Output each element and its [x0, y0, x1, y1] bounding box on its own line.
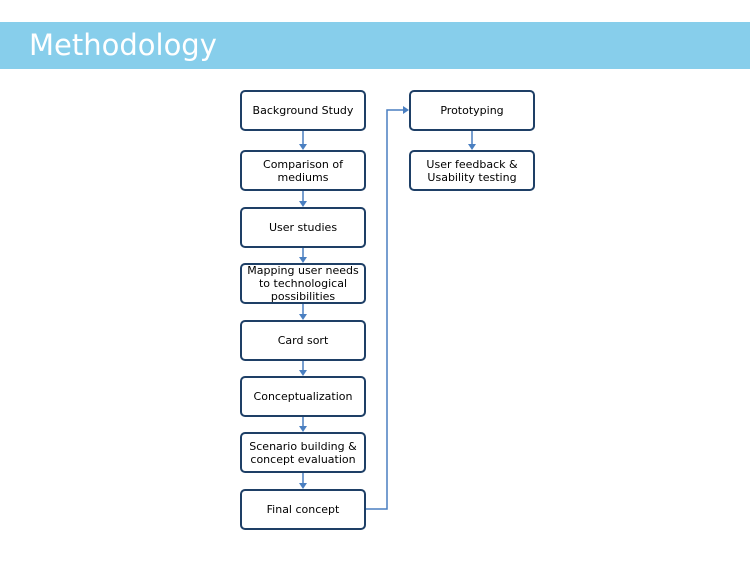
step-scenario-building: Scenario building & concept evaluation — [240, 432, 366, 473]
connector-arrow-0 — [299, 144, 307, 150]
connector-arrow-3 — [299, 314, 307, 320]
connector-elbow-arrow — [403, 106, 409, 114]
connector-arrow-6 — [299, 483, 307, 489]
step-card-sort: Card sort — [240, 320, 366, 361]
connector-arrow-5 — [299, 426, 307, 432]
step-comparison-of-mediums: Comparison of mediums — [240, 150, 366, 191]
connector-arrow-2 — [299, 257, 307, 263]
connector-arrow-1 — [299, 201, 307, 207]
page-title: Methodology — [29, 28, 217, 62]
step-conceptualization: Conceptualization — [240, 376, 366, 417]
connector-arrow-4 — [299, 370, 307, 376]
title-bar: Methodology — [0, 22, 750, 69]
connector-arrow-right — [468, 144, 476, 150]
step-final-concept: Final concept — [240, 489, 366, 530]
step-user-studies: User studies — [240, 207, 366, 248]
step-background-study: Background Study — [240, 90, 366, 131]
connector-elbow-line — [366, 109, 404, 510]
step-prototyping: Prototyping — [409, 90, 535, 131]
step-user-feedback: User feedback & Usability testing — [409, 150, 535, 191]
step-mapping-user-needs: Mapping user needs to technological poss… — [240, 263, 366, 304]
